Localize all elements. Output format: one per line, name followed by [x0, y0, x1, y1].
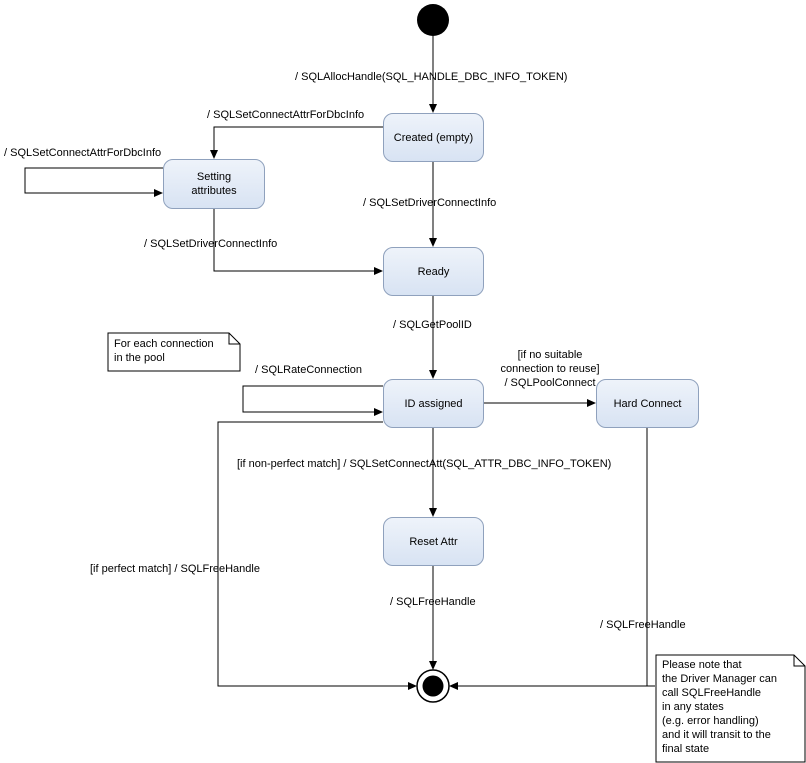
- label-perfect-match: [if perfect match] / SQLFreeHandle: [90, 563, 260, 575]
- state-hard-connect: Hard Connect: [596, 379, 699, 428]
- final-note: Please note that the Driver Manager can …: [662, 659, 777, 755]
- transition-hard-connect-to-final: [449, 428, 655, 690]
- state-created: Created (empty): [383, 113, 484, 162]
- state-setting-attributes: Setting attributes: [163, 159, 265, 209]
- label-free-handle-reset: / SQLFreeHandle: [390, 596, 476, 608]
- initial-state-icon: [417, 4, 449, 36]
- transition-reset-attr-to-final: [429, 566, 437, 670]
- state-id-assigned: ID assigned: [383, 379, 484, 428]
- pool-note: For each connection in the pool: [114, 338, 214, 364]
- state-ready: Ready: [383, 247, 484, 296]
- label-set-connect-attr-loop: / SQLSetConnectAttrForDbcInfo: [4, 147, 162, 159]
- final-note-shape: [655, 654, 806, 763]
- transition-id-assigned-to-hard-connect: [484, 399, 596, 407]
- transition-created-to-ready: [429, 162, 437, 247]
- label-pool-connect: [if no suitable connection to reuse] / S…: [500, 349, 600, 389]
- transition-initial-to-created: [429, 36, 437, 113]
- label-rate-connection: / SQLRateConnection: [255, 364, 363, 376]
- transition-created-to-setting: [210, 126, 383, 159]
- pool-note-shape: [107, 332, 241, 372]
- transition-setting-self-loop: [24, 167, 163, 197]
- transition-id-assigned-self-loop: [242, 385, 383, 416]
- label-alloc-handle: / SQLAllocHandle(SQL_HANDLE_DBC_INFO_TOK…: [295, 71, 568, 83]
- label-get-pool-id: / SQLGetPoolID: [393, 319, 472, 331]
- label-set-driver-connect-created: / SQLSetDriverConnectInfo: [363, 197, 497, 209]
- transition-ready-to-id-assigned: [429, 296, 437, 379]
- label-free-handle-hard: / SQLFreeHandle: [600, 619, 686, 631]
- transition-id-assigned-to-final: [217, 421, 417, 690]
- transition-id-assigned-to-reset-attr: [429, 428, 437, 517]
- transition-setting-to-ready: [213, 209, 383, 275]
- label-set-driver-connect-setting: / SQLSetDriverConnectInfo: [144, 238, 278, 250]
- label-non-perfect-match: [if non-perfect match] / SQLSetConnectAt…: [237, 458, 612, 470]
- label-set-connect-attr-created: / SQLSetConnectAttrForDbcInfo: [207, 109, 365, 121]
- state-reset-attr: Reset Attr: [383, 517, 484, 566]
- final-state-icon: [416, 669, 450, 703]
